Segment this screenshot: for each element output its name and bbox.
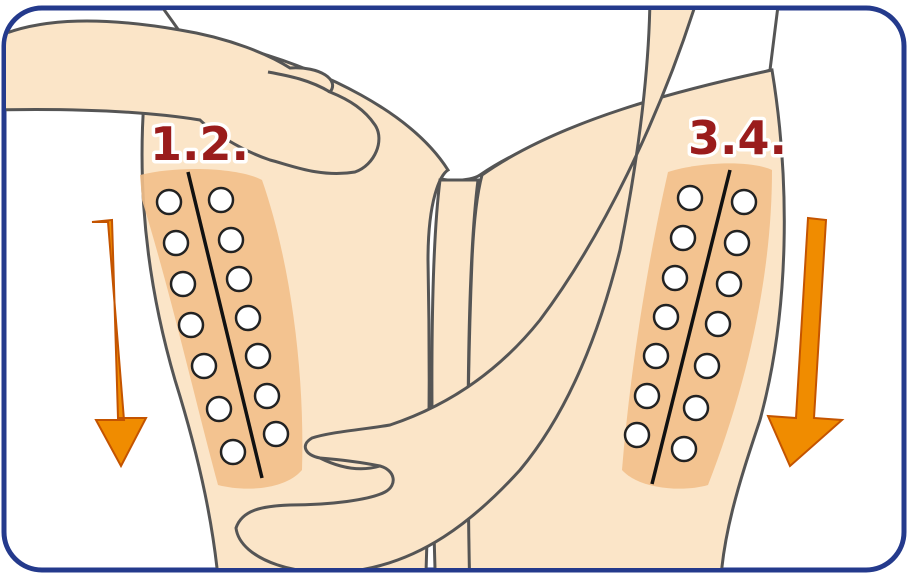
acupressure-point-icon bbox=[678, 186, 702, 210]
acupressure-point-icon bbox=[684, 396, 708, 420]
acupressure-point-icon bbox=[192, 354, 216, 378]
acupressure-point-icon bbox=[236, 306, 260, 330]
acupressure-point-icon bbox=[717, 272, 741, 296]
acupressure-point-icon bbox=[706, 312, 730, 336]
acupressure-point-icon bbox=[246, 344, 270, 368]
acupressure-point-icon bbox=[663, 266, 687, 290]
acupressure-point-icon bbox=[171, 272, 195, 296]
acupressure-point-icon bbox=[732, 190, 756, 214]
acupressure-point-icon bbox=[157, 190, 181, 214]
acupressure-point-icon bbox=[625, 423, 649, 447]
acupressure-point-icon bbox=[209, 188, 233, 212]
right-step-label: 3.4. bbox=[688, 111, 787, 165]
acupressure-point-icon bbox=[264, 422, 288, 446]
acupressure-point-icon bbox=[672, 437, 696, 461]
acupressure-point-icon bbox=[207, 397, 231, 421]
acupressure-point-icon bbox=[255, 384, 279, 408]
acupressure-point-icon bbox=[654, 305, 678, 329]
acupressure-point-icon bbox=[644, 344, 668, 368]
acupressure-point-icon bbox=[179, 313, 203, 337]
acupressure-point-icon bbox=[219, 228, 243, 252]
acupressure-point-icon bbox=[164, 231, 188, 255]
left-step-label: 1.2. bbox=[150, 117, 249, 171]
acupressure-point-icon bbox=[221, 440, 245, 464]
acupressure-point-icon bbox=[725, 231, 749, 255]
acupressure-point-icon bbox=[695, 354, 719, 378]
acupressure-point-icon bbox=[635, 384, 659, 408]
acupressure-point-icon bbox=[227, 267, 251, 291]
acupressure-point-icon bbox=[671, 226, 695, 250]
